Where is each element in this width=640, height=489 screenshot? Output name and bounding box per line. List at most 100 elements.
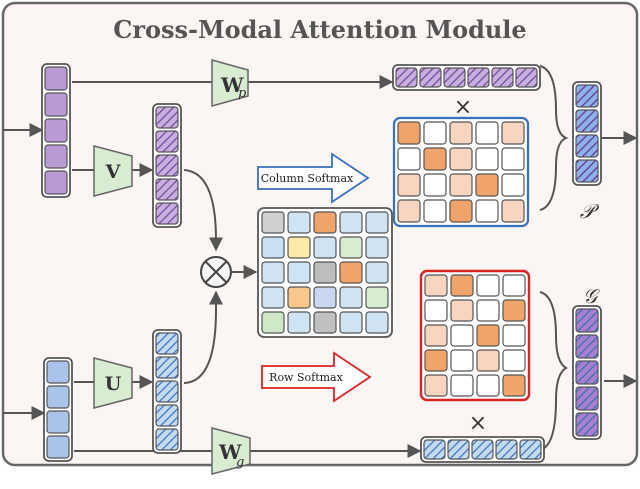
affinity-matrix-cell: [313, 211, 337, 234]
affinity-matrix-cell: [365, 286, 389, 309]
p-output-vector: [572, 81, 602, 186]
affinity-matrix-cell: [261, 236, 285, 259]
row-softmax-matrix-cell: [450, 324, 474, 347]
purple-input-vector-cell: [44, 118, 68, 143]
wp-projected-vector-cell: [443, 67, 466, 88]
column-softmax-matrix-cell: [475, 147, 499, 171]
v-label: V: [105, 161, 122, 183]
projected-purple-vector: [152, 103, 182, 228]
affinity-matrix-cell: [287, 286, 311, 309]
diagram-title: Cross-Modal Attention Module: [113, 15, 526, 44]
row-softmax-matrix-cell: [424, 324, 448, 347]
projected-blue-vector-cell: [155, 332, 179, 355]
p-output-vector-cell: [575, 134, 599, 158]
affinity-matrix-cell: [339, 236, 363, 259]
affinity-matrix: [257, 207, 393, 338]
projected-purple-vector-cell: [155, 130, 179, 153]
row-softmax-matrix-cell: [476, 324, 500, 347]
row-softmax-matrix-cell: [424, 299, 448, 322]
affinity-matrix-cell: [339, 261, 363, 284]
column-softmax-matrix-cell: [501, 121, 525, 145]
g-output-vector-cell: [575, 360, 599, 385]
wg-projected-vector-cell: [519, 439, 542, 460]
g-output-label: 𝒢: [583, 284, 601, 308]
row-softmax-label: Row Softmax: [269, 371, 343, 384]
column-softmax-matrix-cell: [475, 199, 499, 223]
column-softmax-matrix-cell: [397, 199, 421, 223]
row-softmax-matrix-cell: [502, 274, 526, 297]
row-softmax-arrow: Row Softmax: [261, 351, 372, 403]
affinity-matrix-cell: [313, 286, 337, 309]
row-softmax-matrix: [419, 269, 531, 402]
projection-wp: W p: [211, 59, 249, 107]
blue-input-vector-cell: [46, 360, 70, 384]
row-softmax-matrix-cell: [476, 349, 500, 372]
affinity-matrix-cell: [261, 311, 285, 334]
projected-blue-vector-cell: [155, 380, 179, 403]
affinity-matrix-cell: [365, 311, 389, 334]
affinity-matrix-cell: [287, 311, 311, 334]
projection-u: U: [93, 357, 133, 409]
wp-projected-vector-cell: [395, 67, 418, 88]
affinity-matrix-cell: [261, 211, 285, 234]
g-output-vector-cell: [575, 412, 599, 437]
row-softmax-matrix-cell: [502, 324, 526, 347]
affinity-matrix-cell: [365, 236, 389, 259]
row-softmax-matrix-frame: [419, 269, 531, 402]
column-softmax-matrix-cell: [449, 173, 473, 197]
purple-input-vector-cell: [44, 170, 68, 195]
column-softmax-matrix-cell: [423, 121, 447, 145]
row-softmax-matrix-cell: [450, 349, 474, 372]
row-softmax-matrix-cell: [450, 374, 474, 397]
column-softmax-label: Column Softmax: [261, 172, 354, 185]
affinity-matrix-cell: [339, 286, 363, 309]
wg-projected-vector-cell: [495, 439, 518, 460]
row-softmax-matrix-cell: [424, 349, 448, 372]
wp-label: W: [220, 73, 244, 97]
row-softmax-matrix-cell: [450, 274, 474, 297]
times-sign-bottom: ×: [469, 411, 487, 436]
row-softmax-matrix-cell: [476, 299, 500, 322]
column-softmax-matrix-cell: [397, 173, 421, 197]
blue-input-vector-cell: [46, 435, 70, 459]
affinity-matrix-cell: [287, 261, 311, 284]
affinity-matrix-cell: [313, 311, 337, 334]
affinity-matrix-cell: [261, 261, 285, 284]
column-softmax-matrix-cell: [423, 199, 447, 223]
feature-vectors: [41, 63, 602, 463]
times-sign-top: ×: [454, 95, 472, 120]
wg-subscript: g: [236, 455, 244, 470]
affinity-matrix-cell: [287, 236, 311, 259]
wg-projected-vector: [420, 436, 545, 463]
projected-purple-vector-cell: [155, 178, 179, 201]
projected-blue-vector-cell: [155, 356, 179, 379]
row-softmax-matrix-cell: [502, 299, 526, 322]
matmul-operator: [200, 256, 232, 288]
wg-projected-vector-cell: [423, 439, 446, 460]
row-softmax-matrix-cell: [502, 349, 526, 372]
affinity-matrix-cell: [287, 211, 311, 234]
wp-projected-vector-cell: [467, 67, 490, 88]
row-softmax-matrix-cell: [424, 374, 448, 397]
p-output-vector-frame: [572, 81, 602, 186]
blue-input-vector-cell: [46, 410, 70, 434]
projected-blue-vector-cell: [155, 428, 179, 451]
wp-subscript: p: [238, 86, 247, 101]
column-softmax-matrix-cell: [501, 147, 525, 171]
connections: [3, 65, 638, 458]
row-softmax-matrix-cell: [450, 299, 474, 322]
projected-blue-vector: [152, 329, 182, 454]
column-softmax-matrix: [392, 116, 530, 228]
affinity-matrix-cell: [339, 311, 363, 334]
row-softmax-matrix-cell: [424, 274, 448, 297]
column-softmax-matrix-cell: [501, 199, 525, 223]
blue-input-vector-cell: [46, 385, 70, 409]
wp-projected-vector-cell: [491, 67, 514, 88]
column-softmax-matrix-cell: [449, 199, 473, 223]
projected-purple-vector-cell: [155, 202, 179, 225]
wg-label: W: [218, 440, 242, 464]
column-softmax-matrix-cell: [449, 147, 473, 171]
row-softmax-matrix-cell: [476, 274, 500, 297]
